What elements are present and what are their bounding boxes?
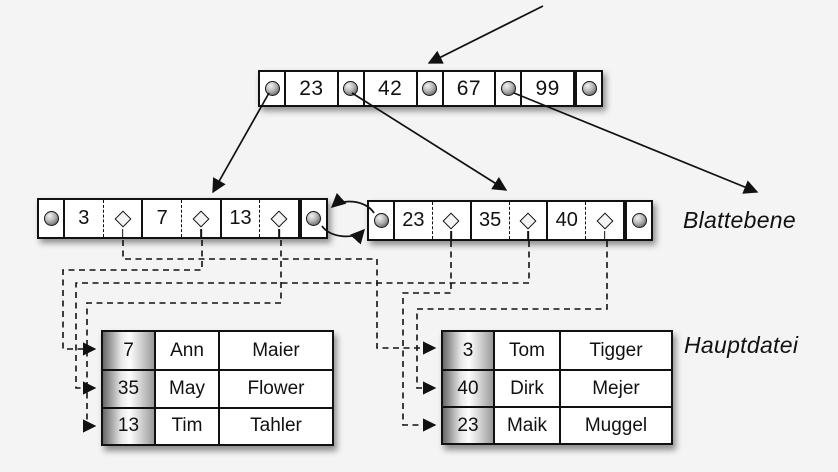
record-pointer-cell xyxy=(585,202,623,239)
node-pointer-cell xyxy=(339,72,365,105)
leaf-entry: 13 xyxy=(222,200,300,237)
leaf-entry: 35 xyxy=(472,202,549,239)
node-pointer-cell xyxy=(39,200,65,237)
record-key-cell: 13 xyxy=(103,406,154,444)
node-pointer-cell xyxy=(369,202,395,239)
pointer-key7-to-row xyxy=(62,240,203,356)
pointer-circle-icon xyxy=(581,81,597,96)
record-name-cell: Tim xyxy=(154,406,218,444)
leaf-node-right: 23 35 40 xyxy=(367,200,653,241)
root-key-cell: 23 xyxy=(286,72,339,105)
record-surname-cell: Flower xyxy=(218,369,332,407)
record-name-cell: May xyxy=(154,369,218,407)
pointer-circle-icon xyxy=(422,81,437,96)
record-key-cell: 35 xyxy=(103,369,154,407)
leaf-key-cell: 23 xyxy=(402,209,425,231)
sibling-link-right-arrow xyxy=(321,225,365,245)
pointer-circle-icon xyxy=(43,211,59,226)
record-pointer-cell xyxy=(102,200,142,237)
leaf-key-cell: 13 xyxy=(229,207,252,229)
pointer-key40-to-row xyxy=(416,241,608,395)
record-name-cell: Dirk xyxy=(493,369,559,406)
pointer-key35-to-row xyxy=(75,241,530,395)
pointer-circle-icon xyxy=(264,81,280,96)
pointer-key3-to-row xyxy=(122,240,437,355)
pointer-key13-to-row xyxy=(82,240,282,433)
record-pointer-cell xyxy=(181,200,220,237)
record-key-cell: 23 xyxy=(443,406,493,443)
record-name-cell: Tom xyxy=(493,332,559,369)
leaf-entry: 7 xyxy=(143,200,222,237)
leaf-entry: 40 xyxy=(548,202,626,239)
main-file-table-left: 7 Ann Maier 35 May Flower 13 Tim Tahler xyxy=(101,330,334,446)
record-surname-cell: Mejer xyxy=(559,369,671,406)
record-name-cell: Maik xyxy=(493,406,559,443)
root-to-left-leaf-arrow xyxy=(212,92,270,194)
incoming-root-arrow xyxy=(427,5,544,64)
node-pointer-cell xyxy=(625,202,651,239)
pointer-circle-icon xyxy=(373,213,389,228)
root-key-cell: 67 xyxy=(444,72,497,105)
root-node: 23 42 67 99 xyxy=(258,70,603,107)
sibling-link-left-arrow xyxy=(330,192,375,214)
record-key-cell: 3 xyxy=(443,332,493,369)
leaf-entry: 23 xyxy=(395,202,472,239)
label-main-file: Hauptdatei xyxy=(684,332,799,358)
record-pointer-cell xyxy=(259,200,298,237)
leaf-key-cell: 3 xyxy=(78,207,90,229)
leaf-key-cell: 40 xyxy=(555,209,578,231)
pointer-circle-icon xyxy=(306,211,322,226)
root-to-right-leaf-arrow xyxy=(351,92,508,191)
record-surname-cell: Tahler xyxy=(218,406,332,444)
leaf-key-cell: 7 xyxy=(156,207,168,229)
record-surname-cell: Muggel xyxy=(559,406,671,443)
label-leaf-level: Blattebene xyxy=(683,207,796,233)
pointer-circle-icon xyxy=(631,213,647,228)
main-file-table-right: 3 Tom Tigger 40 Dirk Mejer 23 Maik Mugge… xyxy=(441,330,673,445)
record-surname-cell: Maier xyxy=(218,332,332,370)
node-pointer-cell xyxy=(575,72,601,105)
record-surname-cell: Tigger xyxy=(559,332,671,369)
record-pointer-cell xyxy=(508,202,547,239)
leaf-key-cell: 35 xyxy=(478,209,502,231)
record-key-cell: 7 xyxy=(103,332,154,370)
root-key-cell: 42 xyxy=(365,72,418,105)
record-pointer-cell xyxy=(431,202,470,239)
root-key-cell: 99 xyxy=(522,72,575,105)
pointer-key23-to-row xyxy=(402,241,452,432)
record-name-cell: Ann xyxy=(154,332,218,370)
node-pointer-cell xyxy=(418,72,444,105)
root-to-offscreen-leaf-arrow xyxy=(513,92,759,194)
pointer-circle-icon xyxy=(500,81,516,96)
pointer-circle-icon xyxy=(343,81,359,96)
node-pointer-cell xyxy=(260,72,286,105)
node-pointer-cell xyxy=(299,200,326,237)
leaf-node-left: 3 7 13 xyxy=(37,198,328,239)
node-pointer-cell xyxy=(496,72,523,105)
record-key-cell: 40 xyxy=(443,369,493,406)
leaf-entry: 3 xyxy=(65,200,144,237)
